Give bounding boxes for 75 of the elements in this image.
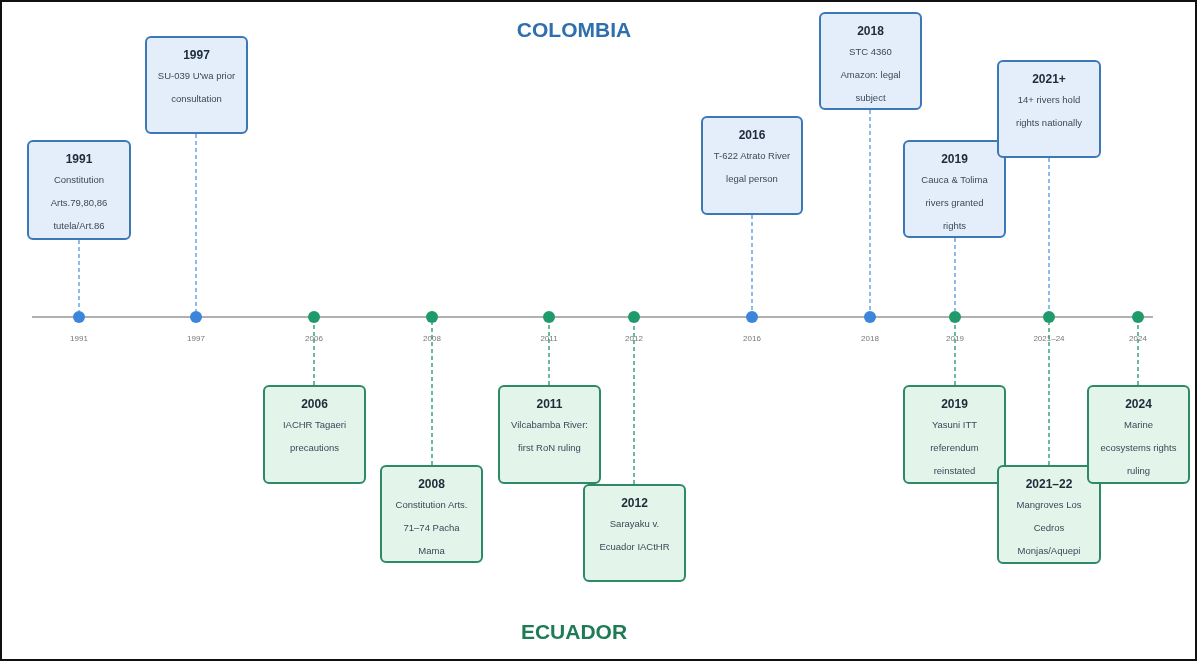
tick-label: 2019 xyxy=(946,334,964,343)
event-card xyxy=(145,36,248,134)
event-year: 2021+ xyxy=(1032,72,1066,86)
event-year: 2016 xyxy=(738,128,766,142)
event-description: Cauca & Tolima rivers granted rights xyxy=(920,173,989,233)
event-description: SU-039 U'wa prior consultation xyxy=(157,69,236,106)
event-description: IACHR Tagaeri precautions xyxy=(281,418,348,455)
event-card xyxy=(819,12,922,110)
timeline-dot xyxy=(628,311,640,323)
event-card xyxy=(997,465,1101,564)
connector-line xyxy=(751,214,753,312)
country-heading: ECUADOR xyxy=(520,620,628,644)
event-description: Constitution Arts. 71–74 Pacha Mama xyxy=(394,498,469,558)
event-year: 2008 xyxy=(418,477,445,491)
event-card xyxy=(701,116,803,215)
tick-label: 2021–24 xyxy=(1033,334,1065,343)
event-card xyxy=(498,385,601,484)
event-year: 1997 xyxy=(183,48,210,62)
event-card xyxy=(1087,385,1190,484)
tick-label: 1991 xyxy=(70,334,88,343)
connector-line xyxy=(78,239,80,312)
timeline-dot xyxy=(308,311,320,323)
timeline-dot xyxy=(746,311,758,323)
event-description: Yasuni ITT referendum reinstated xyxy=(929,418,980,478)
event-description: Sarayaku v. Ecuador IACtHR xyxy=(598,517,671,554)
connector-line xyxy=(1137,322,1139,386)
tick-label: 2024 xyxy=(1129,334,1147,343)
connector-line xyxy=(869,109,871,312)
connector-line xyxy=(313,322,315,386)
tick-label: 2006 xyxy=(305,334,323,343)
event-card xyxy=(903,385,1006,484)
event-year: 2006 xyxy=(301,397,328,411)
connector-line xyxy=(195,133,197,312)
tick-label: 2016 xyxy=(743,334,761,343)
connector-line xyxy=(954,322,956,386)
country-heading: COLOMBIA xyxy=(516,18,632,42)
timeline-dot xyxy=(426,311,438,323)
event-year: 2012 xyxy=(621,496,648,510)
event-description: Marine ecosystems rights ruling xyxy=(1099,418,1178,478)
timeline-dot xyxy=(864,311,876,323)
event-year: 1991 xyxy=(65,152,93,166)
connector-line xyxy=(548,322,550,386)
event-description: Mangroves Los Cedros Monjas/Aquepi xyxy=(1015,498,1083,558)
event-card xyxy=(380,465,483,563)
event-year: 2011 xyxy=(536,397,563,411)
timeline-dot xyxy=(73,311,85,323)
event-card xyxy=(27,140,131,240)
event-year: 2024 xyxy=(1125,397,1152,411)
connector-line xyxy=(1048,322,1050,466)
event-card xyxy=(263,385,366,484)
event-year: 2019 xyxy=(941,152,968,166)
timeline-dot xyxy=(543,311,555,323)
event-card xyxy=(997,60,1101,158)
timeline-dot xyxy=(949,311,961,323)
event-description: Vilcabamba River: first RoN ruling xyxy=(510,418,589,455)
timeline-dot xyxy=(190,311,202,323)
event-description: STC 4360 Amazon: legal subject xyxy=(839,45,902,105)
timeline-dot xyxy=(1132,311,1144,323)
event-year: 2021–22 xyxy=(1025,477,1073,491)
tick-label: 2008 xyxy=(423,334,441,343)
event-description: Constitution Arts.79,80,86 tutela/Art.86 xyxy=(49,173,109,233)
connector-line xyxy=(431,322,433,466)
event-description: T-622 Atrato River legal person xyxy=(713,149,791,186)
connector-line xyxy=(1048,157,1050,312)
event-card xyxy=(903,140,1006,238)
event-description: 14+ rivers hold rights nationally xyxy=(1015,93,1083,130)
connector-line xyxy=(954,237,956,312)
tick-label: 2011 xyxy=(540,334,558,343)
tick-label: 1997 xyxy=(187,334,205,343)
tick-label: 2018 xyxy=(861,334,879,343)
event-year: 2019 xyxy=(941,397,968,411)
event-year: 2018 xyxy=(857,24,884,38)
timeline-dot xyxy=(1043,311,1055,323)
event-card xyxy=(583,484,686,582)
tick-label: 2012 xyxy=(625,334,643,343)
